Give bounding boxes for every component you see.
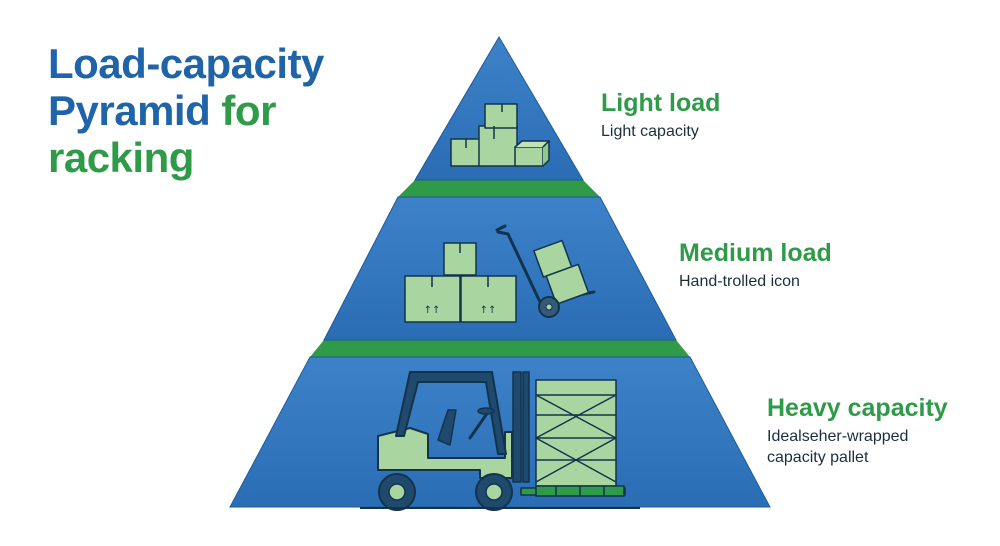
stacked-boxes-icon (450, 103, 550, 167)
tier-description-light: Light capacity (601, 123, 699, 140)
title-text-3: for (221, 87, 276, 134)
title-text-1: Load-capacity (48, 40, 324, 87)
tier-heading-heavy: Heavy capacity (767, 394, 948, 422)
separator-bottom (310, 340, 690, 357)
tier-description-medium: Hand-trolled icon (679, 273, 800, 290)
medium-boxes-icon: ↑↑ ↑↑ (404, 242, 517, 323)
tier-description-heavy: Idealseher-wrapped capacity pallet (767, 428, 909, 466)
title-text-2: Pyramid (48, 87, 211, 134)
svg-text:↑↑: ↑↑ (424, 305, 441, 316)
hand-truck-icon (495, 224, 596, 318)
svg-text:↑↑: ↑↑ (480, 305, 497, 316)
wrapped-pallet-icon (535, 379, 625, 497)
tier-label-light: Light load Light capacity (601, 88, 720, 142)
title-text-4: racking (48, 134, 194, 181)
tier-heading-medium: Medium load (679, 239, 832, 267)
separator-top (398, 180, 600, 197)
tier-label-heavy: Heavy capacity Idealseher-wrapped capaci… (767, 393, 948, 468)
tier-label-medium: Medium load Hand-trolled icon (679, 238, 832, 292)
forklift-icon (377, 371, 626, 511)
page-title: Load-capacity Pyramid for racking (48, 40, 324, 181)
tier-heading-light: Light load (601, 89, 721, 117)
